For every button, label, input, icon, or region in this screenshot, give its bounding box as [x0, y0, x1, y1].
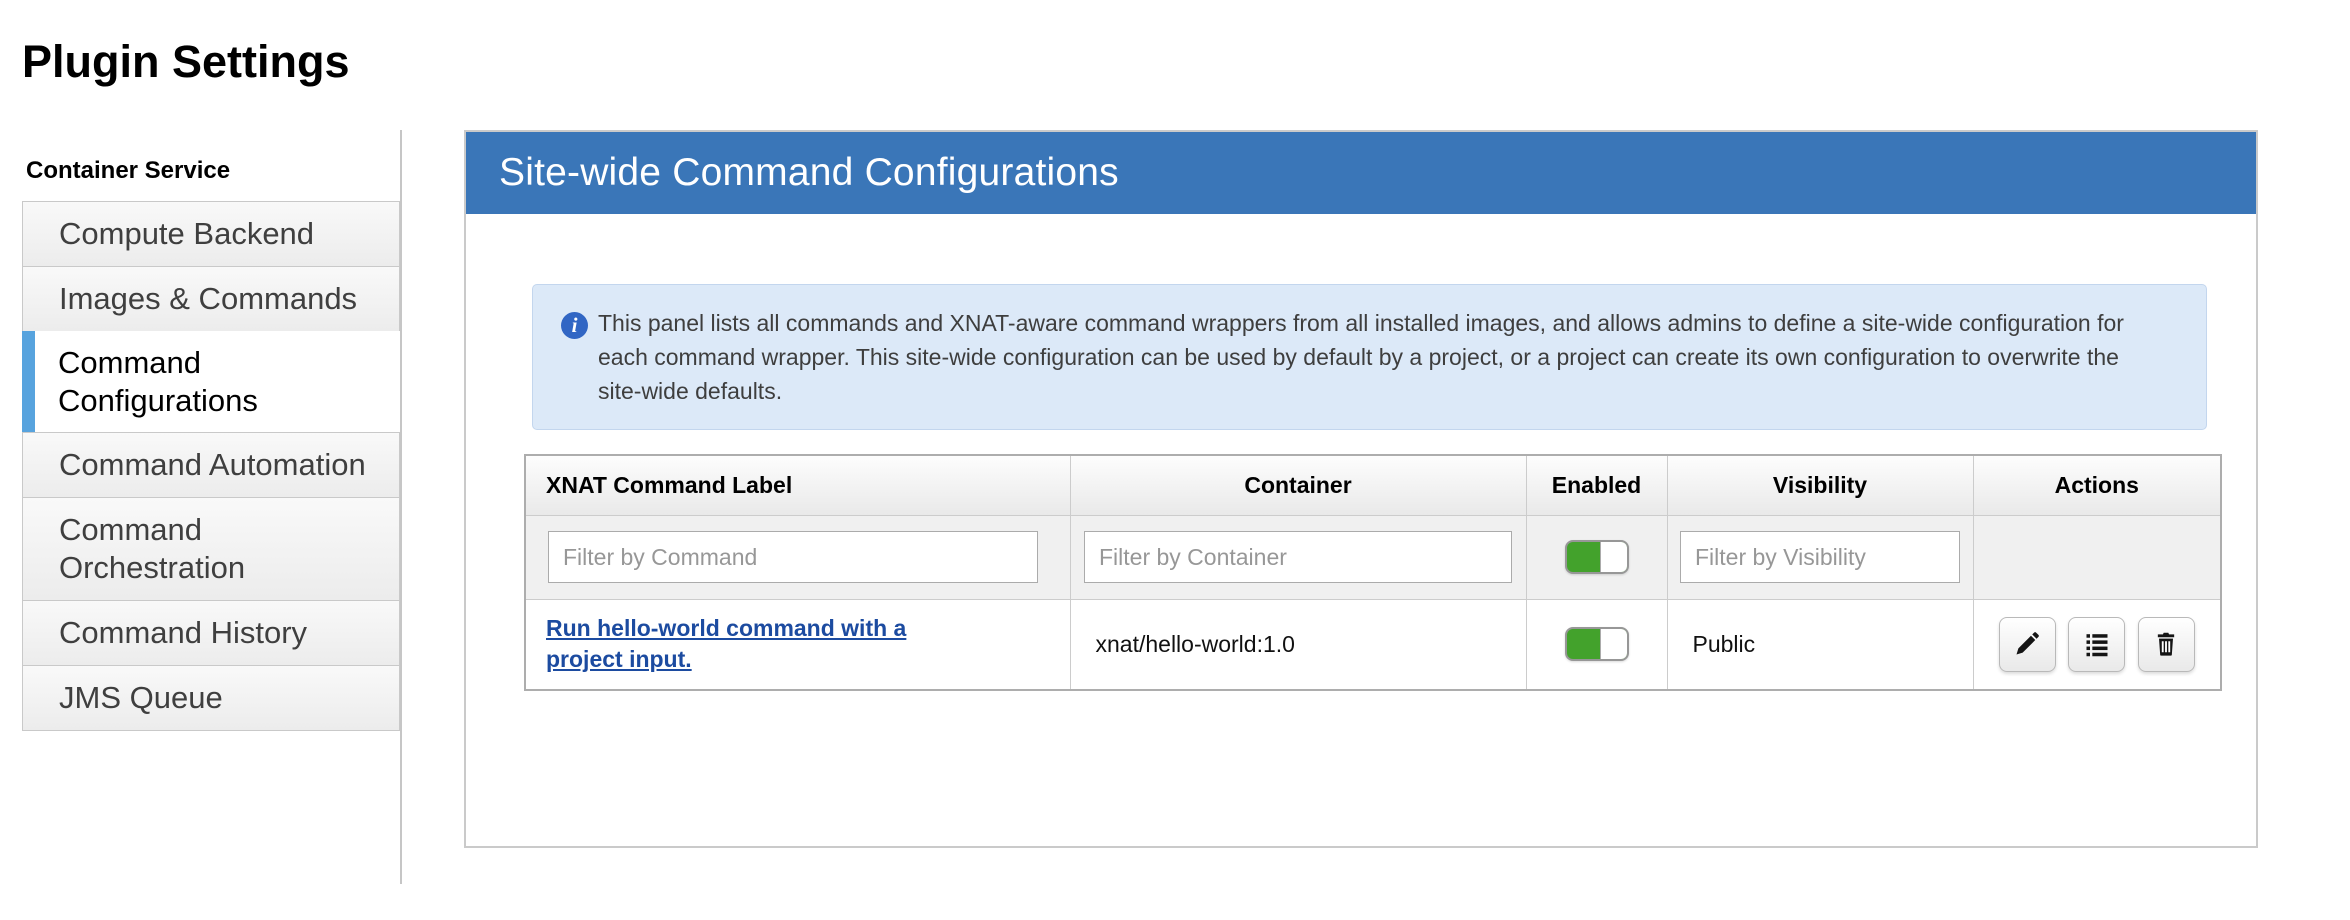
actions-cell [1972, 598, 2222, 691]
page-title: Plugin Settings [22, 36, 350, 87]
sidebar-item-images-commands[interactable]: Images & Commands [22, 266, 400, 332]
command-config-table: XNAT Command Label Container Enabled Vis… [524, 454, 2222, 691]
sidebar-item-command-history[interactable]: Command History [22, 600, 400, 666]
info-note-text: This panel lists all commands and XNAT-a… [598, 310, 2124, 404]
command-label-link[interactable]: Run hello-world command with a project i… [546, 615, 907, 673]
pencil-icon [2016, 632, 2040, 655]
site-wide-command-configurations-panel: Site-wide Command Configurations i This … [464, 130, 2258, 848]
content-layout: Container Service Compute Backend Images… [0, 130, 2350, 884]
sidebar-item-command-configurations[interactable]: Command Configurations [22, 331, 400, 433]
toggle-knob [1599, 629, 1627, 660]
filter-command-input[interactable] [548, 531, 1038, 583]
sidebar-item-compute-backend[interactable]: Compute Backend [22, 201, 400, 267]
container-cell: xnat/hello-world:1.0 [1069, 598, 1527, 691]
filter-container-input[interactable] [1084, 531, 1512, 583]
sidebar-nav: Compute Backend Images & Commands Comman… [22, 201, 400, 731]
panel-body: i This panel lists all commands and XNAT… [466, 284, 2256, 846]
view-config-button[interactable] [2068, 616, 2126, 672]
column-header-command-label: XNAT Command Label [524, 454, 1071, 516]
sidebar-item-command-automation[interactable]: Command Automation [22, 432, 400, 498]
column-header-enabled: Enabled [1525, 454, 1668, 516]
sidebar-heading: Container Service [26, 157, 231, 184]
toggle-knob [1599, 542, 1627, 572]
sidebar: Container Service Compute Backend Images… [22, 130, 402, 884]
panel-title: Site-wide Command Configurations [499, 151, 1119, 194]
edit-button[interactable] [1998, 616, 2056, 672]
info-icon: i [561, 312, 588, 339]
info-note: i This panel lists all commands and XNAT… [532, 284, 2207, 430]
column-header-actions: Actions [1972, 454, 2222, 516]
filter-actions-empty-cell [1972, 514, 2222, 600]
table-header-row: XNAT Command Label Container Enabled Vis… [524, 454, 2222, 516]
list-icon [2086, 634, 2108, 657]
enabled-filter-toggle[interactable] [1564, 540, 1629, 574]
table-row: Run hello-world command with a project i… [524, 598, 2222, 691]
panel-header: Site-wide Command Configurations [466, 132, 2256, 214]
filter-visibility-input[interactable] [1680, 531, 1960, 583]
column-header-visibility: Visibility [1666, 454, 1974, 516]
sidebar-item-jms-queue[interactable]: JMS Queue [22, 665, 400, 731]
sidebar-item-command-orchestration[interactable]: Command Orchestration [22, 497, 400, 601]
enabled-toggle[interactable] [1564, 627, 1629, 662]
visibility-cell: Public [1666, 598, 1974, 691]
filter-row [524, 514, 2222, 600]
delete-button[interactable] [2137, 616, 2195, 672]
trash-icon [2158, 633, 2175, 656]
column-header-container: Container [1069, 454, 1527, 516]
